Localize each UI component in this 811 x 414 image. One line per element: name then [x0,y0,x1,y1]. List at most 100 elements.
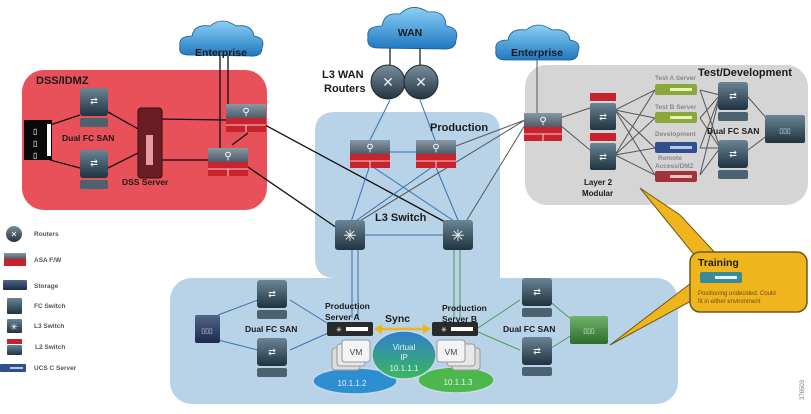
svg-text:▯▯▯: ▯▯▯ [583,328,595,335]
development-server-label: Development [655,131,697,138]
legend-fc-switch-icon [7,298,22,314]
training-callout [689,251,808,313]
l3-switch-left: ✳ [335,220,365,250]
virtual-ip-label-1: Virtual [393,343,416,352]
virtual-ip-ellipse [371,330,437,380]
svg-text:⇄: ⇄ [268,347,276,357]
legend-l3-switch-icon: ✳ [7,319,22,333]
legend-label-l2-switch: L2 Switch [35,344,65,351]
l3-switch-label: L3 Switch [375,212,427,224]
sync-label: Sync [385,313,410,325]
test-a-server-bay [670,88,692,91]
legend-label-fc-switch: FC Switch [34,303,65,310]
dss-firewall-bottom: ⚲ [208,148,248,176]
test-storage: ▯▯▯ [765,115,805,143]
test-dev-zone-title: Test/Development [698,67,792,79]
cloud-wan: WAN [367,7,458,50]
ip-b-label: 10.1.1.3 [444,378,473,387]
svg-text:✳: ✳ [343,228,356,245]
ip-a-label: 10.1.1.2 [338,379,367,388]
prod-server-a: ✳ [327,322,373,336]
l3-switch-right: ✳ [443,220,473,250]
figure-id: 376503 [800,379,806,400]
svg-text:✳: ✳ [451,228,464,245]
training-title: Training [698,257,739,269]
wan-router-uplinks [389,48,421,66]
production-zone-top [315,112,500,278]
l3-wan-routers-label: L3 WAN [322,69,364,81]
test-b-server-bay [670,116,692,119]
svg-text:▯: ▯ [33,139,37,148]
legend: ✕ Routers ASA F/W Storage FC Switch ✳ L3… [0,226,77,372]
vm-stack-a: VM [331,339,371,371]
l3-wan-router-2: ✕ [403,64,439,100]
legend-storage-icon [3,280,27,290]
layer2-label-2: Modular [582,189,613,198]
prod-fc-switch-right-top: ⇄ [522,278,552,317]
svg-text:⇄: ⇄ [729,149,737,159]
svg-text:▯▯▯: ▯▯▯ [201,328,213,335]
svg-text:⇄: ⇄ [729,91,737,101]
svg-text:▯: ▯ [33,151,37,160]
svg-text:✳: ✳ [336,326,342,334]
l2-modular-switch-bottom: ⇄ [590,133,616,170]
sync-arrow [374,324,431,334]
production-firewall-right: ⚲ [416,140,456,168]
production-firewall-left: ⚲ [350,140,390,168]
svg-text:⚲: ⚲ [366,143,373,154]
svg-text:⇄: ⇄ [533,346,541,356]
training-note-2: fit in either environment [698,299,761,305]
svg-text:✕: ✕ [11,230,18,239]
prod-server-b-label-2: Server B [442,314,477,324]
virtual-ip-label-2: IP [400,353,408,362]
svg-text:✳: ✳ [10,322,18,332]
test-fc-switch-bottom: ⇄ [718,140,748,179]
dss-server [137,107,163,179]
legend-label-ucs-c-server: UCS C Server [34,365,77,372]
prod-fc-switch-right-bottom: ⇄ [522,337,552,376]
layer2-label-1: Layer 2 [584,178,613,187]
svg-text:⇄: ⇄ [268,289,276,299]
test-firewall: ⚲ [524,113,562,141]
prod-dual-fc-san-right-label: Dual FC SAN [503,324,555,334]
remote-access-server-bay [670,175,692,178]
cloud-wan-label: WAN [398,27,423,39]
l3-wan-routers-label-2: Routers [324,83,366,95]
l2-modular-switch-top: ⇄ [590,93,616,130]
remote-access-label-2: Access/DMZ [655,163,694,170]
legend-label-routers: Routers [34,231,59,238]
svg-text:⇄: ⇄ [599,152,607,162]
legend-router-icon: ✕ [6,226,22,242]
dss-dual-fc-san-label: Dual FC SAN [62,133,114,143]
prod-fc-switch-left-top: ⇄ [257,280,287,319]
svg-text:⇄: ⇄ [90,158,98,168]
test-dual-fc-san-label: Dual FC SAN [707,126,759,136]
dss-fc-switch-top: ⇄ [80,88,108,127]
svg-text:⇄: ⇄ [90,96,98,106]
svg-text:✳: ✳ [441,326,447,334]
dss-links [49,55,461,231]
legend-label-storage: Storage [34,283,59,290]
prod-fc-switch-left-bottom: ⇄ [257,338,287,377]
svg-text:⇄: ⇄ [599,112,607,122]
test-b-server-label: Test B Server [655,104,697,111]
virtual-ip-address: 10.1.1.1 [390,364,419,373]
svg-text:⇄: ⇄ [533,287,541,297]
svg-text:⚲: ⚲ [242,107,249,118]
svg-text:⚲: ⚲ [224,151,231,162]
vm-b-label: VM [445,347,458,357]
cloud-enterprise-right-label: Enterprise [511,47,563,59]
svg-text:▯▯▯: ▯▯▯ [779,128,791,135]
svg-text:⚲: ⚲ [432,143,439,154]
legend-asa-firewall-icon [4,253,26,266]
legend-ucs-c-server-icon [0,364,26,372]
svg-text:▯: ▯ [33,127,37,136]
l3-wan-router-1: ✕ [370,64,406,100]
dss-storage: ▯ ▯ ▯ [24,120,52,160]
svg-text:✕: ✕ [415,74,427,90]
svg-text:⚲: ⚲ [539,116,546,127]
vm-stack-b: VM [436,339,481,371]
training-note-1: Positioning undecided. Could [698,291,776,297]
prod-server-b: ✳ [432,322,478,336]
